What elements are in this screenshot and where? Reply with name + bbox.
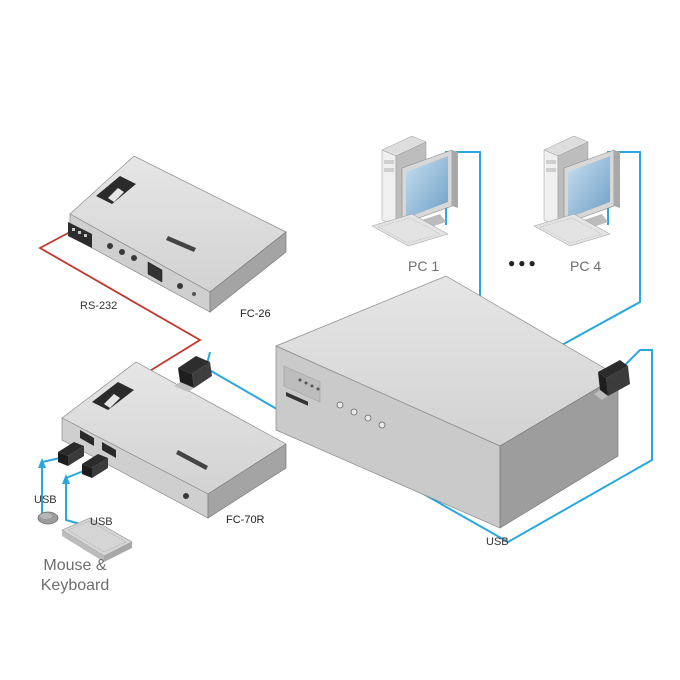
fc-70r-power-jack <box>183 493 189 499</box>
fc-26-side <box>209 231 287 313</box>
usb-keyboard-label: USB <box>90 516 113 528</box>
fc-70r-usb-port-1 <box>80 430 94 446</box>
fc-70r-device <box>61 361 287 519</box>
pc4-monitor-screen <box>568 156 610 218</box>
usb-plug-keyboard <box>82 454 108 478</box>
ellipsis-label: ●●● <box>508 256 539 270</box>
rs232-cable <box>38 231 202 373</box>
usb-connector-fc70r <box>174 356 212 392</box>
kvm-switch-side <box>499 375 619 529</box>
pc1-keyboard <box>371 213 449 247</box>
usb-connector-main <box>594 360 630 400</box>
usb-cable-keyboard <box>65 469 87 525</box>
kvm-switch <box>275 275 619 529</box>
usb-cable-main <box>204 349 653 544</box>
fc-26-power-jack <box>177 283 183 289</box>
kvm-led-2 <box>304 381 308 385</box>
fc-70r-brand-mark <box>176 450 208 470</box>
usb-plug-mouse <box>58 442 84 466</box>
usb-arrow-keyboard <box>62 474 70 484</box>
pc1-label: PC 1 <box>408 258 440 274</box>
pc1-computer <box>371 135 458 247</box>
pc4-computer <box>533 135 620 247</box>
fc-26-label: FC-26 <box>240 308 271 320</box>
kvm-led-4 <box>316 387 320 391</box>
kvm-led-3 <box>310 384 314 388</box>
fc-26-ethernet-port <box>147 261 163 283</box>
kvm-select-button-1 <box>336 401 344 409</box>
kvm-select-button-3 <box>364 414 372 422</box>
fc-70r-label: FC-70R <box>226 514 265 526</box>
fc-70r-usb-port-2 <box>102 442 116 458</box>
kvm-led-1 <box>298 378 302 382</box>
mouse-keyboard-label: Mouse & Keyboard <box>30 556 120 596</box>
fc-70r-side <box>207 443 287 519</box>
usb-mouse-label: USB <box>34 494 57 506</box>
keyboard <box>61 517 133 562</box>
rs232-label: RS-232 <box>80 300 118 312</box>
pc4-label: PC 4 <box>570 258 602 274</box>
pc4-keyboard <box>533 213 611 247</box>
fc-26-device <box>68 155 287 313</box>
fc-26-brand-mark <box>166 236 196 252</box>
mouse-keyboard-label-line1: Mouse & <box>43 557 107 574</box>
kvm-front-panel-inset <box>283 365 321 403</box>
kvm-select-button-2 <box>350 408 358 416</box>
fc-26-port-2 <box>119 249 125 255</box>
fc-26-port-1 <box>107 243 113 249</box>
mouse <box>37 511 59 525</box>
pc1-monitor-screen <box>406 156 448 218</box>
fc-26-port-3 <box>131 255 137 261</box>
kvm-select-button-4 <box>378 421 386 429</box>
usb-main-label: USB <box>486 536 509 548</box>
mouse-keyboard-label-line2: Keyboard <box>40 577 110 594</box>
usb-arrow-mouse <box>38 458 46 468</box>
